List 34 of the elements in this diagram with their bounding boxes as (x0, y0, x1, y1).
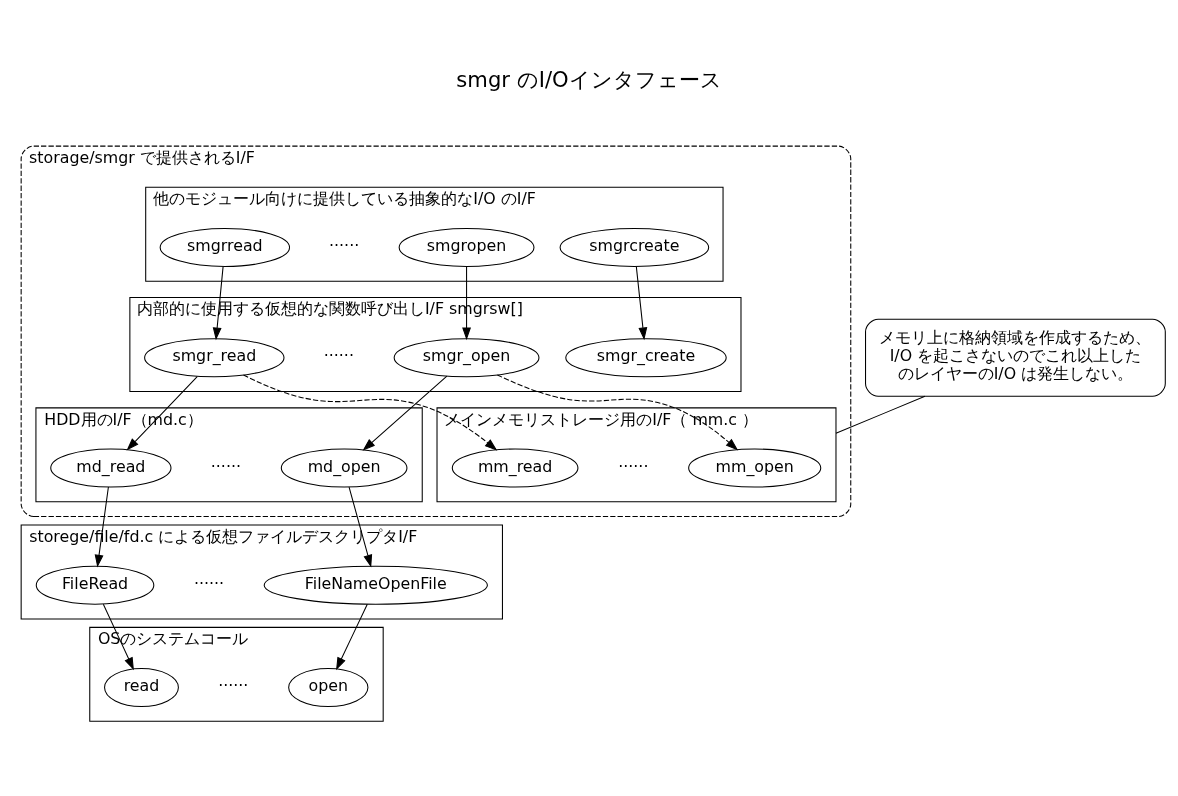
node-ellipse: FileNameOpenFile (263, 565, 488, 605)
node-ellipse: read (104, 668, 179, 708)
arrow (496, 374, 739, 451)
label: ······ (218, 676, 249, 696)
node-ellipse: smgrread (159, 227, 291, 267)
arrow (126, 376, 198, 451)
node-ellipse: open (288, 668, 369, 708)
label: ······ (193, 573, 225, 593)
arrow (462, 266, 471, 341)
connector (835, 395, 926, 434)
label: ······ (210, 456, 242, 476)
arrow (243, 374, 498, 451)
arrow (348, 486, 373, 568)
node-ellipse: md_open (280, 448, 408, 488)
arrow (362, 375, 448, 451)
arrow (336, 603, 368, 671)
arrow (102, 603, 134, 671)
label: ······ (618, 456, 649, 476)
diagram-title: smgr のI/Oインタフェース (456, 67, 722, 93)
label: ······ (323, 346, 354, 366)
arrow (94, 486, 109, 568)
arrow (635, 266, 648, 341)
node-ellipse: smgropen (398, 227, 535, 267)
node-ellipse: md_read (50, 448, 172, 488)
node-ellipse: smgr_open (393, 338, 540, 378)
node-ellipse: FileRead (35, 565, 155, 605)
node-ellipse: mm_open (688, 448, 822, 488)
node-box: メモリ上に格納領域を作成するため、I/O を起こさないのでこれ以上したのレイヤーのI/O は発生しない。 (865, 318, 1166, 397)
label: ······ (329, 236, 360, 256)
node-ellipse: mm_read (451, 448, 579, 488)
node-ellipse: smgr_create (565, 338, 727, 378)
node-ellipse: smgr_read (144, 338, 285, 378)
arrow (212, 266, 224, 341)
node-ellipse: smgrcreate (559, 227, 710, 267)
